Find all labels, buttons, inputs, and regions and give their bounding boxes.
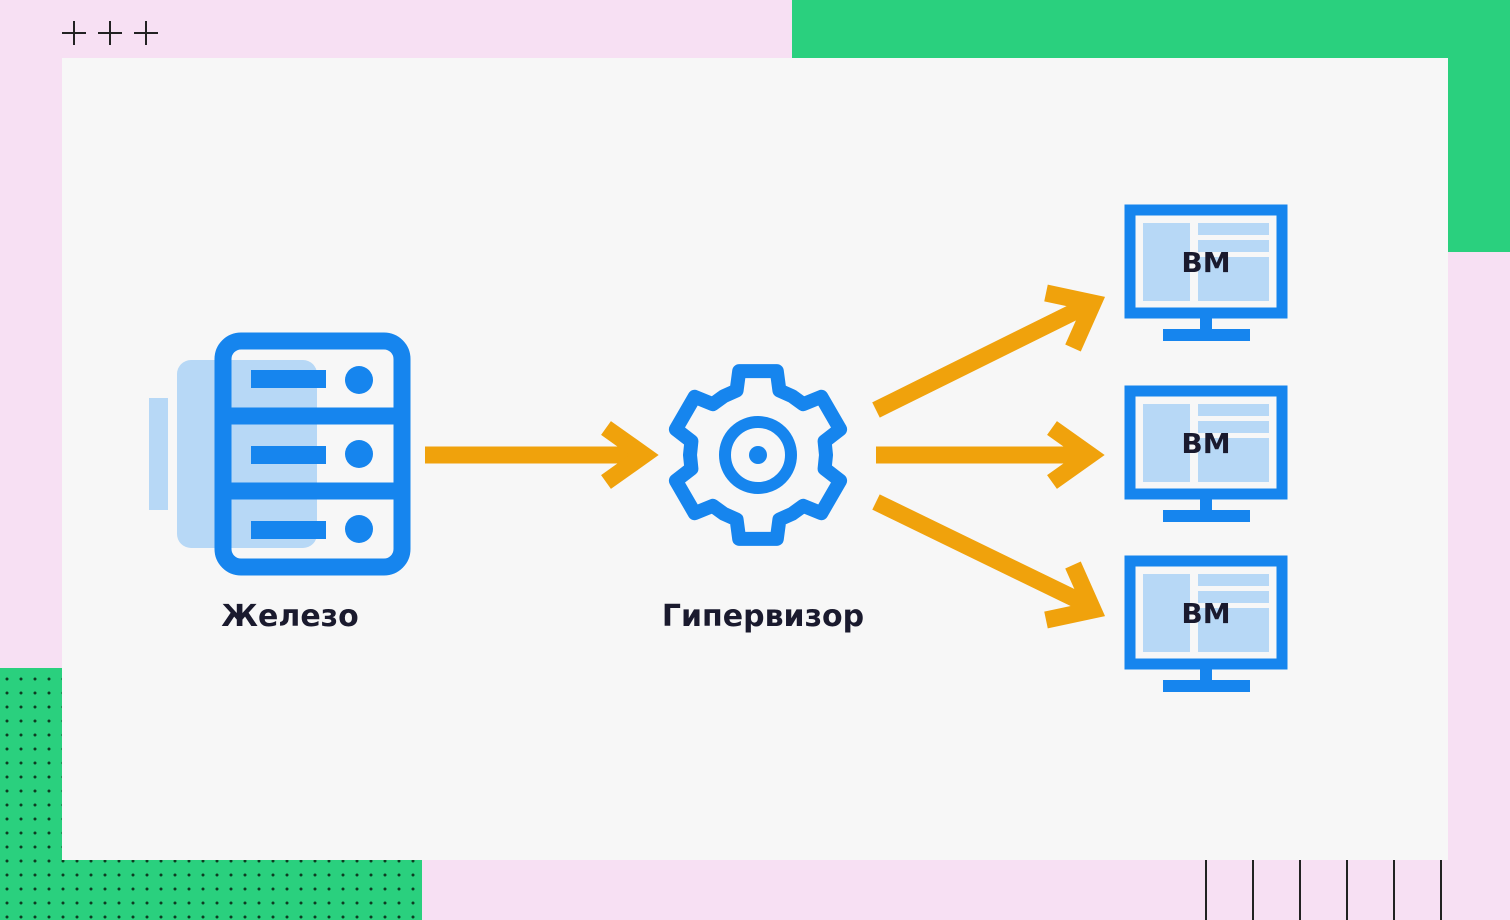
server-icon bbox=[149, 332, 411, 576]
hardware-label: Железо bbox=[221, 599, 358, 634]
vm-monitor-icon: ВМ bbox=[1124, 555, 1288, 692]
arrow-to-vm-1 bbox=[872, 284, 1106, 418]
vm-label: ВМ bbox=[1181, 246, 1230, 279]
arrow-to-vm-3 bbox=[872, 494, 1106, 629]
vm-monitor-icon: ВМ bbox=[1124, 204, 1288, 341]
hypervisor-label: Гипервизор bbox=[662, 599, 864, 634]
arrow-hardware-to-hypervisor bbox=[425, 421, 659, 489]
vertical-lines-decoration bbox=[1205, 860, 1442, 920]
plus-icons bbox=[62, 21, 158, 45]
vm-label: ВМ bbox=[1181, 427, 1230, 460]
vm-monitor-icon: ВМ bbox=[1124, 385, 1288, 522]
gear-icon bbox=[668, 364, 848, 546]
vm-label: ВМ bbox=[1181, 597, 1230, 630]
arrow-to-vm-2 bbox=[876, 421, 1105, 489]
